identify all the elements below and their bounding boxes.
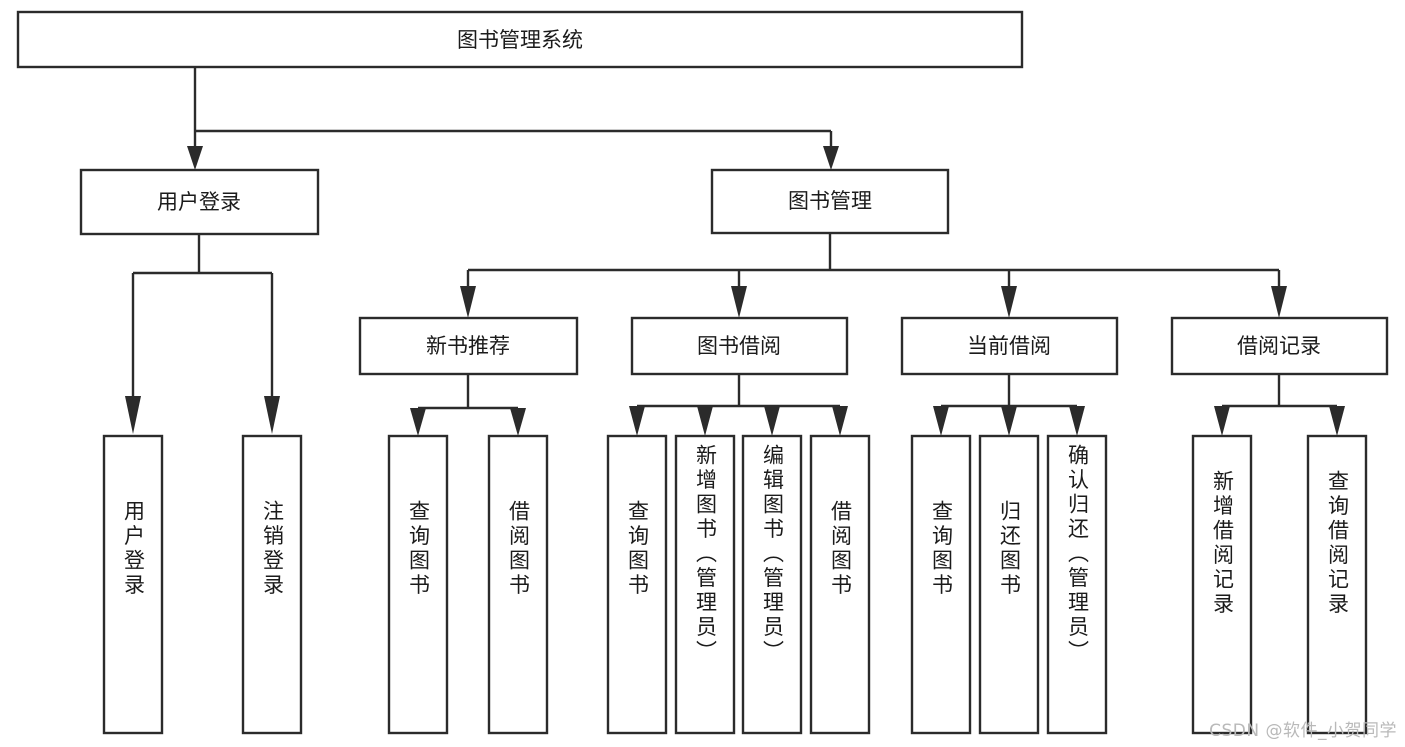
arrowhead-leaf-logout-login: [264, 396, 280, 434]
arrowhead-leaf-edit-book: [764, 406, 780, 436]
csdn-watermark: CSDN @软件_小贺同学: [1209, 721, 1397, 741]
arrowhead-user-login: [187, 146, 203, 170]
book-manage-label: 图书管理: [788, 189, 872, 213]
new-book-recommend-box[interactable]: [358, 316, 579, 376]
book-borrow-label: 图书借阅: [697, 334, 781, 358]
arrowhead-leaf-query-record: [1329, 406, 1345, 436]
current-borrow-box[interactable]: [900, 316, 1119, 376]
node-user-login[interactable]: 用户登录: [79, 168, 320, 236]
arrowhead-new-book-recommend: [460, 286, 476, 318]
arrowhead-leaf-return-book: [1001, 406, 1017, 436]
leaf-box-user-login[interactable]: [102, 434, 164, 735]
arrowhead-leaf-confirm-return: [1069, 406, 1085, 436]
leaf-box-return-book[interactable]: [978, 434, 1040, 735]
leaf-box-add-book[interactable]: [674, 434, 736, 735]
node-book-manage[interactable]: 图书管理: [710, 168, 950, 235]
arrowhead-leaf-query-book-2: [629, 406, 645, 436]
node-root[interactable]: 图书管理系统: [16, 10, 1024, 69]
book-borrow-box[interactable]: [630, 316, 849, 376]
arrowhead-leaf-add-book: [697, 406, 713, 436]
arrowhead-book-manage: [823, 146, 839, 170]
leaf-box-borrow-book-1[interactable]: [487, 434, 549, 735]
user-login-box[interactable]: [79, 168, 320, 236]
leaf-box-confirm-return[interactable]: [1046, 434, 1108, 735]
arrowhead-leaf-add-record: [1214, 406, 1230, 436]
connector-group: [125, 67, 1345, 436]
root-label: 图书管理系统: [457, 28, 583, 52]
arrowhead-book-borrow: [731, 286, 747, 318]
leaf-box-logout-login[interactable]: [241, 434, 303, 735]
arrowhead-leaf-borrow-book-1: [510, 408, 526, 436]
user-login-label: 用户登录: [157, 190, 241, 214]
leaf-box-borrow-book-2[interactable]: [809, 434, 871, 735]
arrowhead-leaf-borrow-book-2: [832, 406, 848, 436]
arrowhead-leaf-user-login: [125, 396, 141, 434]
leaf-box-group: [102, 434, 1368, 735]
node-current-borrow[interactable]: 当前借阅: [900, 316, 1119, 376]
borrow-record-box[interactable]: [1170, 316, 1389, 376]
node-borrow-record[interactable]: 借阅记录: [1170, 316, 1389, 376]
root-box[interactable]: [16, 10, 1024, 69]
leaf-box-edit-book[interactable]: [741, 434, 803, 735]
leaf-box-query-book-3[interactable]: [910, 434, 972, 735]
leaf-box-query-book-1[interactable]: [387, 434, 449, 735]
leaf-box-query-book-2[interactable]: [606, 434, 668, 735]
new-book-recommend-label: 新书推荐: [426, 334, 510, 358]
leaf-box-query-record[interactable]: [1306, 434, 1368, 735]
leaf-box-add-record[interactable]: [1191, 434, 1253, 735]
arrowhead-leaf-query-book-1: [410, 408, 426, 436]
arrowhead-borrow-record: [1271, 286, 1287, 318]
current-borrow-label: 当前借阅: [967, 334, 1051, 358]
node-book-borrow[interactable]: 图书借阅: [630, 316, 849, 376]
node-new-book-recommend[interactable]: 新书推荐: [358, 316, 579, 376]
arrowhead-leaf-query-book-3: [933, 406, 949, 436]
arrowhead-current-borrow: [1001, 286, 1017, 318]
borrow-record-label: 借阅记录: [1237, 334, 1321, 358]
book-manage-box[interactable]: [710, 168, 950, 235]
